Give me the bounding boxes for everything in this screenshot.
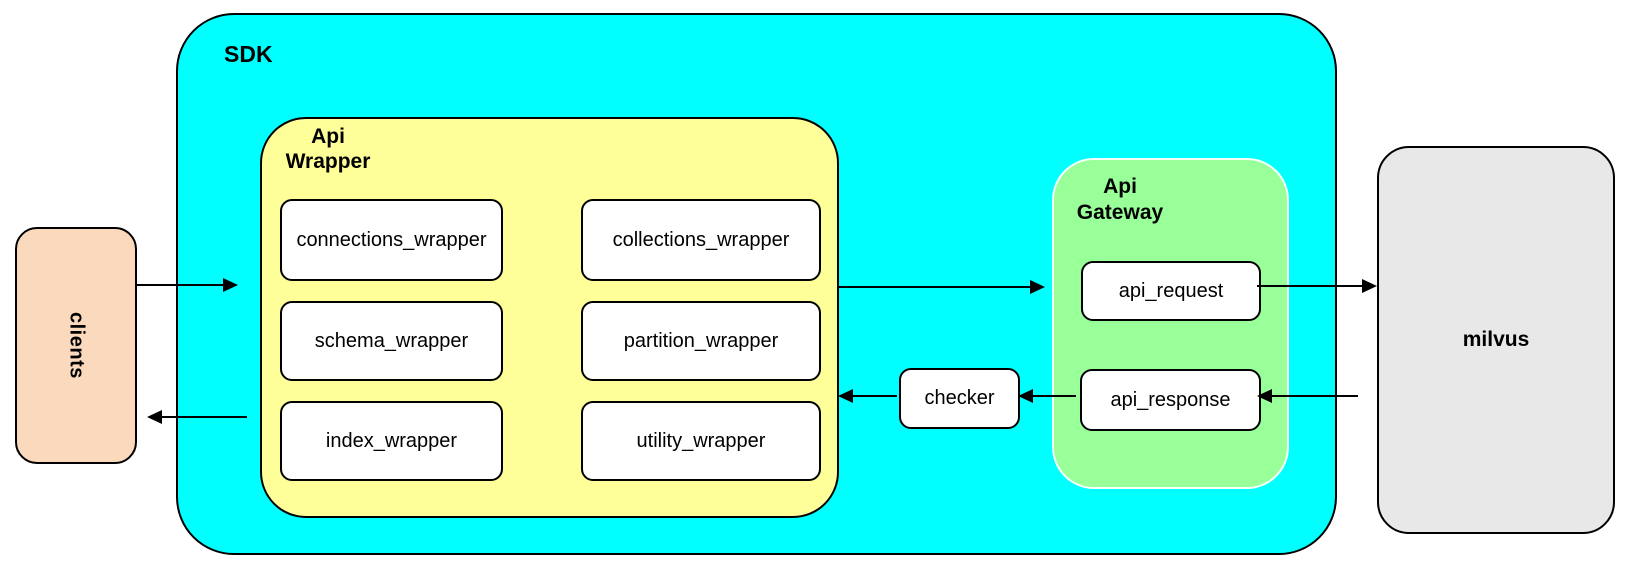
index-wrapper-node: index_wrapper [280, 401, 503, 481]
api-wrapper-label: Api Wrapper [262, 124, 394, 174]
arrow-clients-to-sdk [137, 278, 238, 292]
utility-wrapper-label: utility_wrapper [636, 429, 766, 452]
api-wrapper-group: Api Wrapper connections_wrapper collecti… [260, 117, 839, 518]
sdk-group: SDK Api Wrapper connections_wrapper coll… [176, 13, 1337, 555]
arrowhead-icon [1018, 389, 1033, 403]
arrowhead-icon [838, 389, 853, 403]
arrow-shaft [162, 416, 247, 418]
api-gateway-group: Api Gateway api_request api_response [1052, 158, 1289, 489]
api-gateway-label: Api Gateway [1054, 174, 1186, 226]
milvus-label: milvus [1462, 328, 1530, 351]
arrow-shaft [137, 284, 223, 286]
arrow-milvus-to-response [1257, 389, 1358, 403]
schema-wrapper-label: schema_wrapper [314, 329, 469, 352]
api-request-node: api_request [1081, 261, 1261, 321]
api-response-node: api_response [1080, 369, 1261, 431]
sdk-label: SDK [224, 41, 273, 67]
index-wrapper-label: index_wrapper [325, 429, 458, 452]
arrow-checker-to-wrapper [838, 389, 897, 403]
milvus-node: milvus [1377, 146, 1615, 534]
arrowhead-icon [1257, 389, 1272, 403]
connections-wrapper-node: connections_wrapper [280, 199, 503, 281]
arrowhead-icon [223, 278, 238, 292]
api-wrapper-label-line1: Api [311, 125, 345, 148]
arrow-request-to-milvus [1257, 279, 1377, 293]
arrow-sdk-to-clients [147, 410, 247, 424]
api-wrapper-label-line2: Wrapper [285, 150, 371, 173]
api-request-label: api_request [1118, 279, 1224, 302]
arrow-shaft [1033, 395, 1076, 397]
partition-wrapper-label: partition_wrapper [623, 329, 779, 352]
clients-label: clients [65, 312, 88, 379]
arrowhead-icon [1362, 279, 1377, 293]
checker-label: checker [924, 387, 995, 409]
collections-wrapper-label: collections_wrapper [612, 228, 790, 251]
arrow-shaft [853, 395, 897, 397]
checker-node: checker [899, 368, 1020, 429]
arrow-shaft [837, 286, 1030, 288]
api-response-label: api_response [1110, 388, 1231, 411]
arrow-response-to-checker [1018, 389, 1076, 403]
connections-wrapper-label: connections_wrapper [296, 228, 487, 251]
api-gateway-label-line1: Api [1103, 175, 1137, 198]
utility-wrapper-node: utility_wrapper [581, 401, 821, 481]
arrow-shaft [1257, 285, 1362, 287]
arrow-shaft [1272, 395, 1358, 397]
schema-wrapper-node: schema_wrapper [280, 301, 503, 381]
arrowhead-icon [1030, 280, 1045, 294]
arrow-wrapper-to-gateway [837, 280, 1045, 294]
partition-wrapper-node: partition_wrapper [581, 301, 821, 381]
arrowhead-icon [147, 410, 162, 424]
collections-wrapper-node: collections_wrapper [581, 199, 821, 281]
clients-node: clients [15, 227, 137, 464]
api-gateway-label-line2: Gateway [1076, 201, 1164, 224]
